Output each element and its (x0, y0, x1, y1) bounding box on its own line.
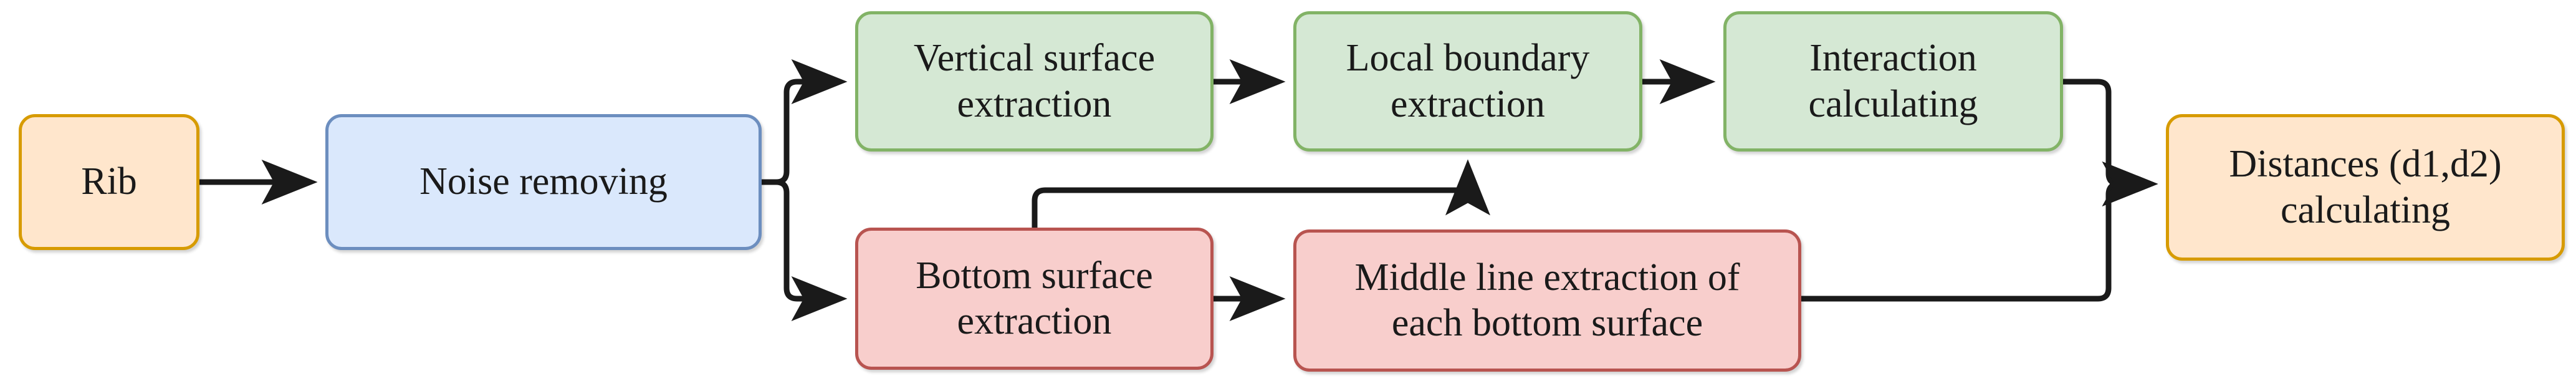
node-noise-removing[interactable]: Noise removing (325, 114, 762, 250)
node-local-boundary-extraction[interactable]: Local boundary extraction (1293, 11, 1642, 152)
node-distances-calculating-label: Distances (d1,d2) calculating (2229, 143, 2502, 231)
node-middle-line-extraction[interactable]: Middle line extraction of each bottom su… (1293, 229, 1801, 372)
node-interaction-calculating-label: Interaction calculating (1808, 37, 1978, 125)
edge-interaction-to-distances (2063, 79, 2158, 206)
node-middle-line-extraction-label: Middle line extraction of each bottom su… (1354, 256, 1740, 344)
node-vertical-surface-extraction-label: Vertical surface extraction (913, 37, 1156, 125)
node-bottom-surface-extraction[interactable]: Bottom surface extraction (855, 228, 1214, 370)
edge-noise-removing-to-vertical-surface (762, 59, 848, 185)
node-bottom-surface-extraction-label: Bottom surface extraction (916, 254, 1153, 342)
node-local-boundary-extraction-label: Local boundary extraction (1346, 37, 1590, 125)
node-vertical-surface-extraction[interactable]: Vertical surface extraction (855, 11, 1214, 152)
edge-noise-removing-to-bottom-surface (762, 179, 848, 321)
edge-bottom-surface-to-local-boundary (1032, 159, 1490, 228)
node-rib-label: Rib (81, 160, 137, 203)
node-interaction-calculating[interactable]: Interaction calculating (1723, 11, 2063, 152)
node-noise-removing-label: Noise removing (419, 160, 668, 203)
edge-middle-line-to-distances (1801, 162, 2158, 302)
node-distances-calculating[interactable]: Distances (d1,d2) calculating (2166, 114, 2565, 261)
node-rib[interactable]: Rib (19, 114, 199, 250)
